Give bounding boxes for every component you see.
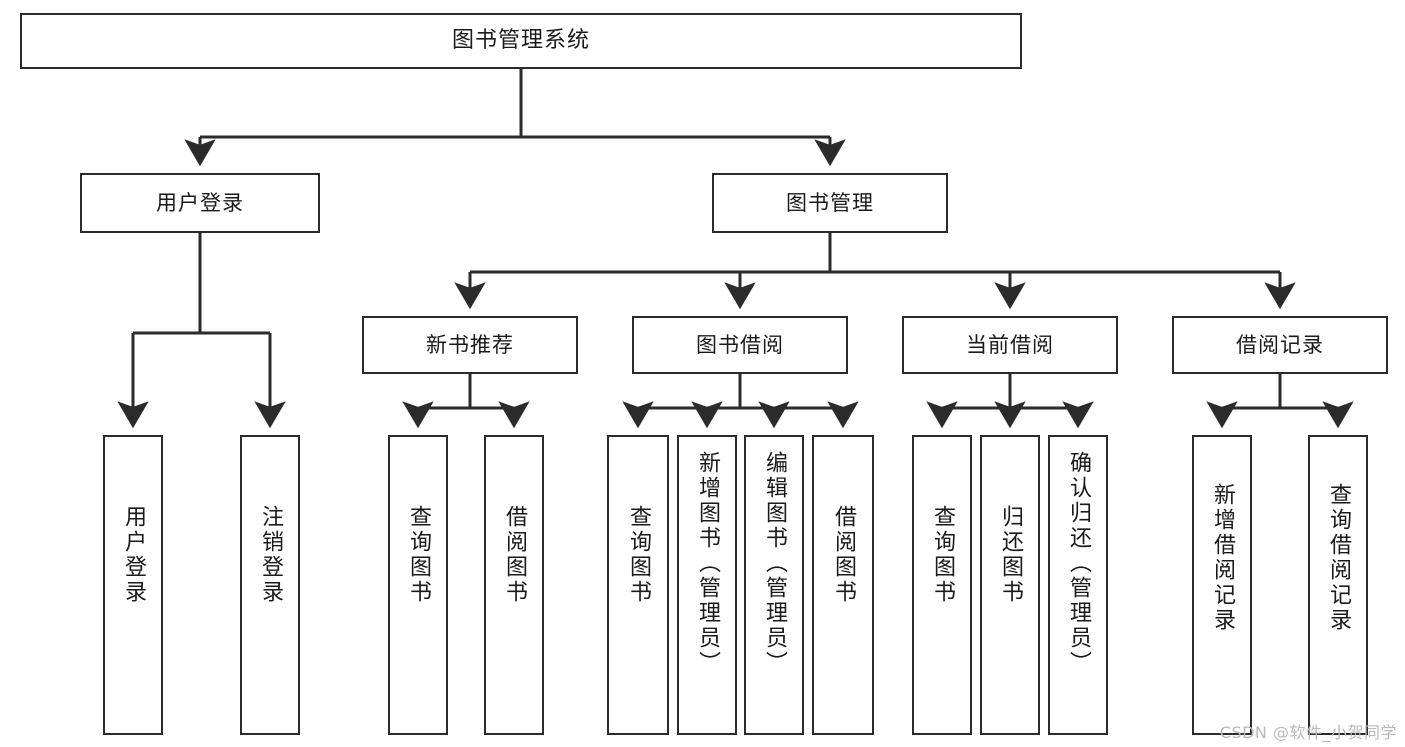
node-leaf-query-book-2-label: 查询图书 — [626, 505, 651, 605]
node-leaf-add-record[interactable]: 新增借阅记录 — [1192, 435, 1252, 735]
node-leaf-query-book-1-label: 查询图书 — [406, 505, 431, 605]
node-book-manage-label: 图书管理 — [786, 190, 874, 215]
node-leaf-borrow-book-1-label: 借阅图书 — [502, 505, 527, 605]
node-current-borrow[interactable]: 当前借阅 — [902, 316, 1118, 374]
node-leaf-confirm-return[interactable]: 确认归还（管理员） — [1048, 435, 1108, 735]
node-leaf-query-book-1[interactable]: 查询图书 — [388, 435, 448, 735]
node-leaf-add-record-label: 新增借阅记录 — [1210, 483, 1235, 633]
node-borrow-record[interactable]: 借阅记录 — [1172, 316, 1388, 374]
node-leaf-return-book-label: 归还图书 — [998, 505, 1023, 605]
node-leaf-return-book[interactable]: 归还图书 — [980, 435, 1040, 735]
node-new-book-recommend[interactable]: 新书推荐 — [362, 316, 578, 374]
node-leaf-confirm-return-label: 确认归还（管理员） — [1066, 451, 1091, 676]
node-leaf-add-book[interactable]: 新增图书（管理员） — [677, 435, 737, 735]
node-root-label: 图书管理系统 — [451, 28, 590, 54]
node-leaf-edit-book-label: 编辑图书（管理员） — [762, 451, 787, 676]
node-leaf-query-book-2[interactable]: 查询图书 — [607, 435, 669, 735]
node-leaf-user-login-label: 用户登录 — [121, 505, 146, 605]
node-user-login-label: 用户登录 — [156, 190, 244, 215]
node-leaf-user-logout[interactable]: 注销登录 — [240, 435, 300, 735]
node-user-login[interactable]: 用户登录 — [80, 173, 320, 233]
node-current-borrow-label: 当前借阅 — [966, 332, 1054, 357]
node-root[interactable]: 图书管理系统 — [20, 13, 1022, 69]
node-borrow-record-label: 借阅记录 — [1236, 332, 1324, 357]
node-leaf-query-book-3-label: 查询图书 — [930, 505, 955, 605]
node-new-book-recommend-label: 新书推荐 — [426, 332, 514, 357]
node-leaf-add-book-label: 新增图书（管理员） — [695, 451, 720, 676]
node-leaf-query-book-3[interactable]: 查询图书 — [912, 435, 972, 735]
node-leaf-user-login[interactable]: 用户登录 — [103, 435, 163, 735]
node-leaf-borrow-book-2[interactable]: 借阅图书 — [812, 435, 874, 735]
node-leaf-query-record-label: 查询借阅记录 — [1326, 483, 1351, 633]
node-leaf-query-record[interactable]: 查询借阅记录 — [1308, 435, 1368, 735]
node-leaf-borrow-book-1[interactable]: 借阅图书 — [484, 435, 544, 735]
node-book-borrow-label: 图书借阅 — [696, 332, 784, 357]
node-book-manage[interactable]: 图书管理 — [712, 173, 948, 233]
node-leaf-user-logout-label: 注销登录 — [258, 505, 283, 605]
node-book-borrow[interactable]: 图书借阅 — [632, 316, 848, 374]
node-leaf-borrow-book-2-label: 借阅图书 — [831, 505, 856, 605]
node-leaf-edit-book[interactable]: 编辑图书（管理员） — [744, 435, 804, 735]
